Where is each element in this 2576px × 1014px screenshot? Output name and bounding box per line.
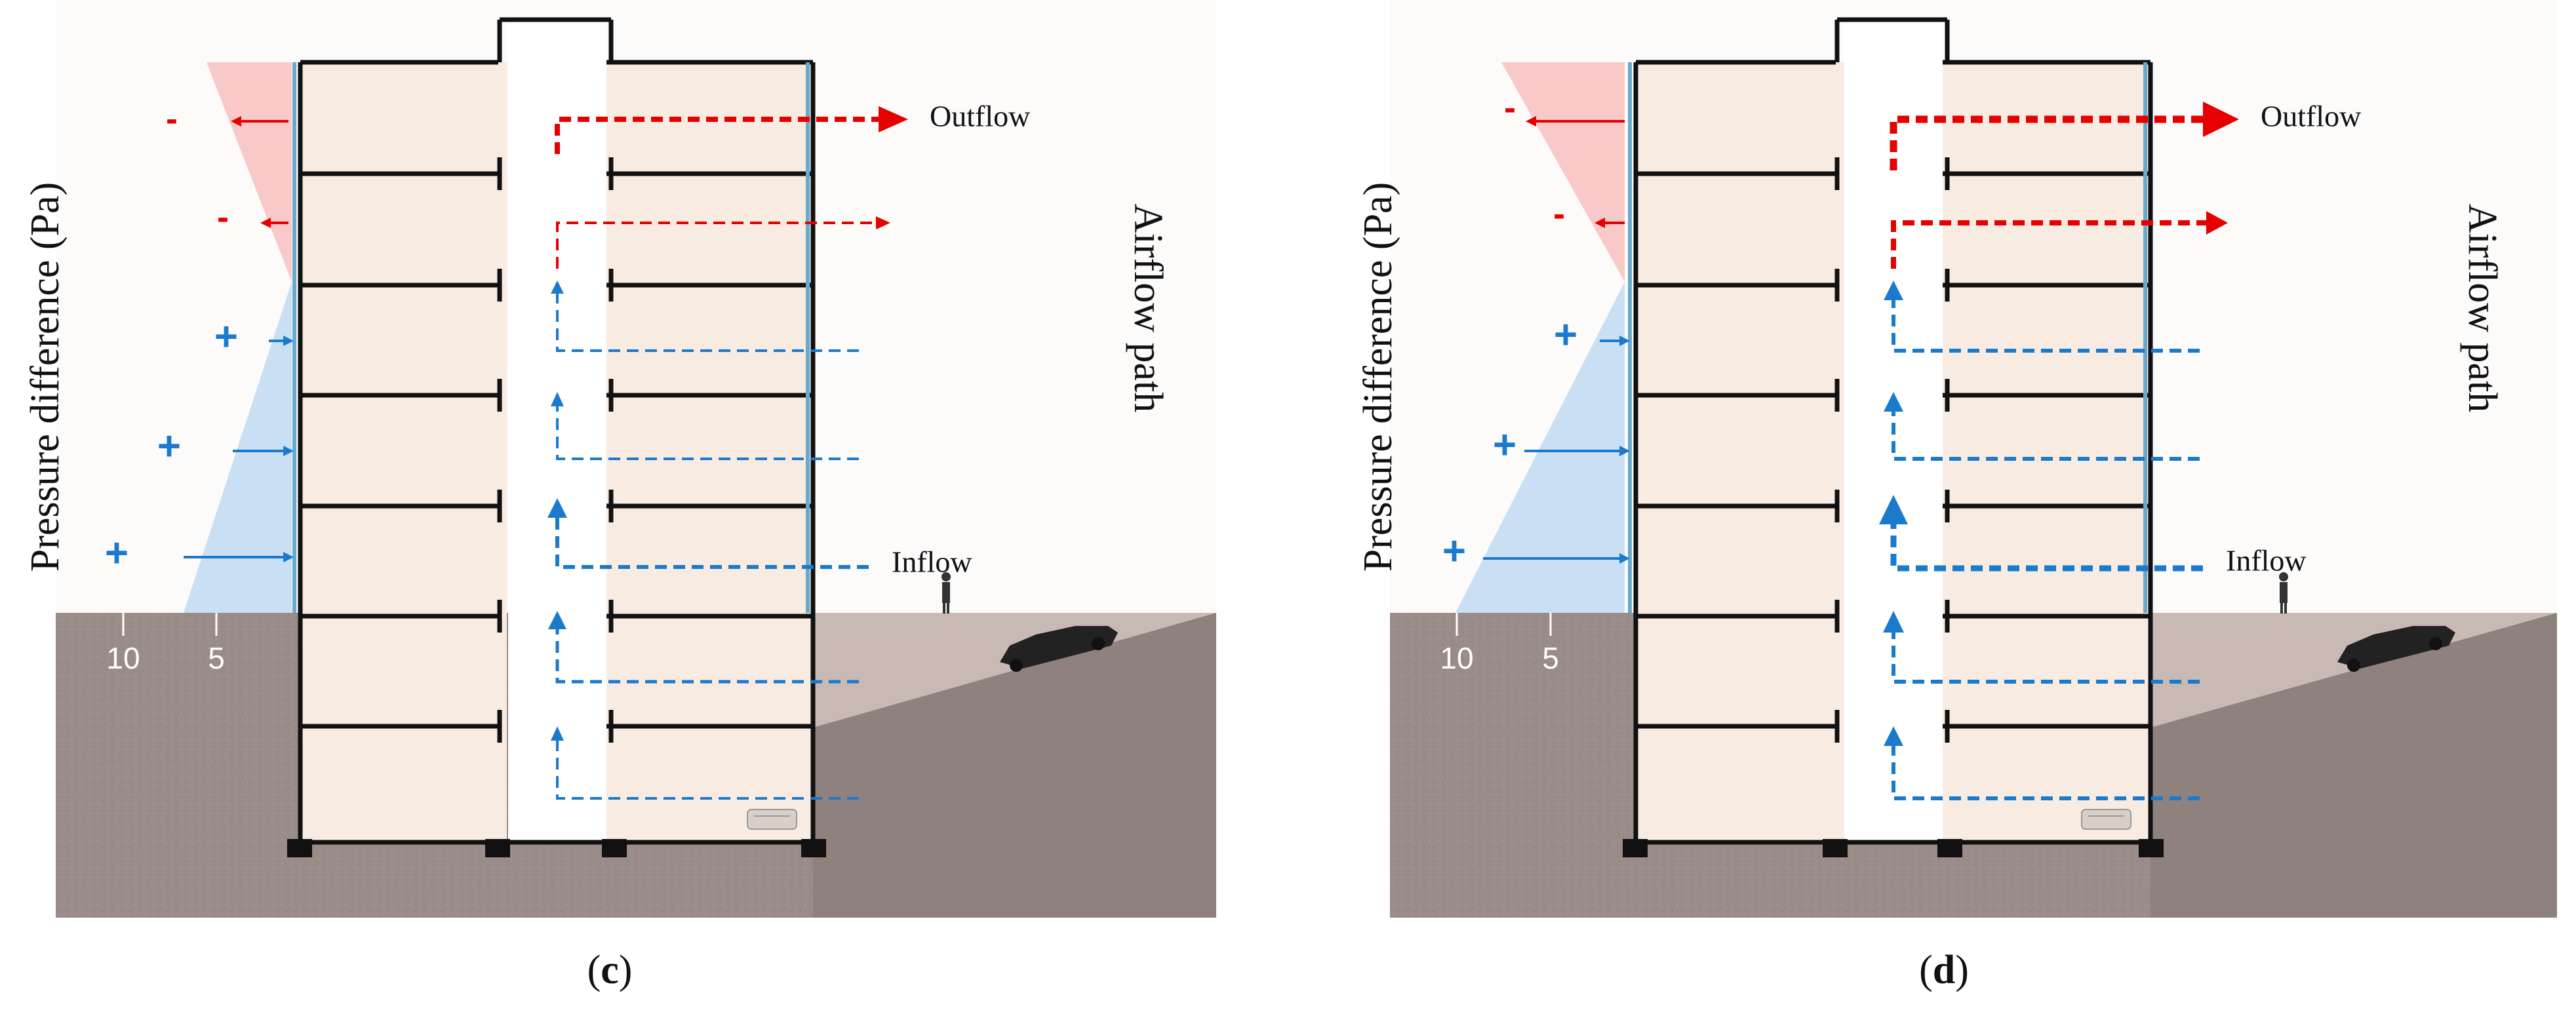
caption-letter: c xyxy=(601,948,619,992)
inflow-label: Inflow xyxy=(2226,544,2307,577)
building-walls xyxy=(298,17,816,846)
tick-label: 10 xyxy=(106,641,140,675)
pressure-arrows xyxy=(184,116,294,562)
airflow-arrowheads xyxy=(547,106,908,741)
right-rooms xyxy=(606,62,813,842)
basement-car-figure xyxy=(747,809,797,830)
positive-sign: + xyxy=(214,314,238,359)
positive-sign: + xyxy=(1554,312,1577,357)
negative-sign: - xyxy=(1504,88,1516,127)
person-figure xyxy=(2279,572,2288,614)
airflow-paths xyxy=(555,117,892,800)
right-rooms xyxy=(1943,62,2150,842)
person-figure xyxy=(941,572,951,614)
positive-sign: + xyxy=(105,530,129,575)
car-figure xyxy=(1000,626,1118,672)
negative-sign: - xyxy=(1553,194,1565,233)
car-figure xyxy=(2337,626,2455,672)
panel-caption: (d) xyxy=(1919,948,1969,992)
inflow-label: Inflow xyxy=(892,545,972,579)
positive-sign: + xyxy=(1493,422,1516,467)
slope-ground xyxy=(2150,613,2557,918)
panel-caption: (c) xyxy=(587,948,633,992)
building-walls xyxy=(1633,17,2153,846)
panel-d: Pressure difference (Pa) Airflow path Ou… xyxy=(1356,0,2557,992)
footings xyxy=(287,839,826,857)
airflow-path-label: Airflow path xyxy=(2460,204,2505,413)
positive-sign: + xyxy=(157,423,181,469)
panel-c: Pressure difference (Pa) Airflow path Ou… xyxy=(23,0,1216,992)
outflow-label: Outflow xyxy=(930,100,1031,133)
tick-label: 5 xyxy=(1542,641,1559,675)
tick-label: 10 xyxy=(1440,641,1473,675)
negative-sign: - xyxy=(217,197,229,237)
shaft xyxy=(508,20,606,842)
left-rooms xyxy=(1636,62,1844,842)
airflow-paths xyxy=(1890,115,2216,800)
caption-letter: d xyxy=(1933,948,1955,992)
positive-sign: + xyxy=(1442,528,1466,574)
positive-pressure-zone xyxy=(184,282,292,613)
outflow-label: Outflow xyxy=(2261,100,2362,133)
slope-ground xyxy=(813,613,1216,918)
negative-sign: - xyxy=(166,99,178,138)
airflow-path-label: Airflow path xyxy=(1126,204,1170,413)
negative-pressure-zone xyxy=(1501,62,1625,282)
positive-pressure-zone xyxy=(1456,282,1625,613)
basement-car-figure xyxy=(2081,809,2131,830)
airflow-arrowheads xyxy=(1879,102,2239,746)
tick-label: 5 xyxy=(208,641,225,675)
left-rooms xyxy=(300,62,507,842)
footings xyxy=(1623,839,2164,857)
pressure-arrows xyxy=(1483,116,1630,564)
pressure-axis-label: Pressure difference (Pa) xyxy=(1356,182,1400,572)
pressure-axis-label: Pressure difference (Pa) xyxy=(23,182,68,572)
